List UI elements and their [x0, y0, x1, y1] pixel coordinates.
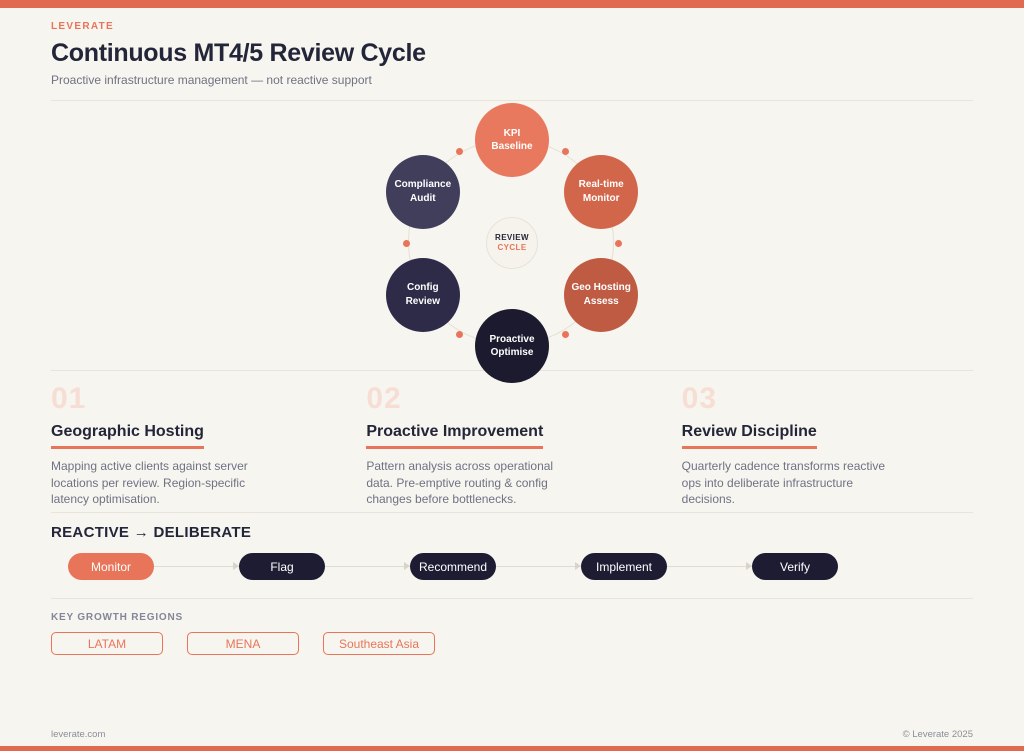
column-heading: Geographic Hosting [51, 423, 204, 449]
column-heading-wrap: Geographic Hosting [51, 414, 342, 449]
cycle-node-label: KPI [503, 127, 521, 139]
region-badge-mena: MENA [187, 632, 299, 655]
page-content: LEVERATE Continuous MT4/5 Review Cycle P… [51, 0, 973, 655]
cycle-node-label: Monitor [582, 192, 620, 204]
flow-arrow-connector [667, 562, 752, 570]
regions-label: KEY GROWTH REGIONS [51, 612, 184, 623]
cycle-node-label: Baseline [491, 141, 533, 152]
region-badge-southeast-asia: Southeast Asia [323, 632, 435, 655]
cycle-dot [561, 331, 569, 339]
flow-section: REACTIVE → DELIBERATE Monitor Flag Recomme… [51, 512, 973, 598]
flow-step-verify: Verify [752, 553, 838, 580]
cycle-center: REVIEW CYCLE [486, 217, 538, 269]
cycle-node-label: Audit [410, 192, 436, 204]
column-heading-wrap: Proactive Improvement [366, 414, 657, 449]
column-body-text: Mapping active clients against server lo… [51, 459, 248, 507]
cycle-node-label: Config [406, 282, 439, 293]
bottom-accent-bar [0, 746, 1024, 751]
regions-section: KEY GROWTH REGIONS LATAM MENA Southeast As… [51, 598, 973, 655]
cycle-node-label: Proactive [489, 333, 535, 345]
region-badges: LATAM MENA Southeast Asia [51, 632, 973, 655]
cycle-dot [614, 239, 622, 247]
flow-arrow-connector [154, 562, 239, 570]
cycle-dot [455, 147, 463, 155]
top-accent-bar [0, 0, 1024, 8]
cycle-node-label: Assess [583, 295, 619, 307]
region-badge-latam: LATAM [51, 632, 163, 655]
cycle-node-label: Real-time [578, 179, 624, 190]
column-body-text: Pattern analysis across operational data… [366, 459, 554, 507]
flow-arrow-connector [496, 562, 581, 570]
column-ghost-number: 01 [51, 382, 87, 415]
cycle-center-line1: REVIEW [495, 232, 529, 242]
flow-step-recommend: Recommend [410, 553, 496, 580]
flow-step-monitor: Monitor [68, 553, 154, 580]
column-heading: Review Discipline [681, 423, 817, 449]
flow-step-implement: Implement [581, 553, 667, 580]
page-subtitle: Proactive infrastructure management — no… [51, 73, 372, 87]
footer-copyright: © Leverate 2025 [902, 729, 973, 740]
cycle-node-label: Compliance [394, 179, 452, 190]
cycle-node-label: Review [405, 295, 441, 307]
column-ghost-number: 02 [366, 382, 402, 415]
flow-heading: REACTIVE → DELIBERATE [51, 524, 252, 541]
flow-steps: Monitor Flag Recommend Implement Verify [68, 553, 973, 580]
footer-site: leverate.com [51, 729, 106, 740]
column-ghost-number: 03 [681, 382, 718, 415]
column-body-text: Quarterly cadence transforms reactive op… [681, 459, 886, 507]
header: LEVERATE Continuous MT4/5 Review Cycle P… [51, 0, 973, 101]
column-heading-wrap: Review Discipline [681, 414, 973, 449]
cycle-dot [561, 147, 569, 155]
cycle-node-kpi: KPI Baseline [475, 103, 549, 177]
page-title: Continuous MT4/5 Review Cycle [51, 39, 426, 67]
brand-label: LEVERATE [51, 21, 114, 32]
cycle-node-label: Geo Hosting [571, 282, 631, 293]
flow-step-flag: Flag [239, 553, 325, 580]
cycle-center-line2: CYCLE [497, 243, 527, 252]
column-heading: Proactive Improvement [366, 423, 544, 449]
footer: leverate.com © Leverate 2025 [51, 729, 973, 740]
flow-arrow-connector [325, 562, 410, 570]
cycle-dot [455, 331, 463, 339]
cycle-node-label: Optimise [490, 347, 534, 358]
cycle-dot [402, 239, 410, 247]
